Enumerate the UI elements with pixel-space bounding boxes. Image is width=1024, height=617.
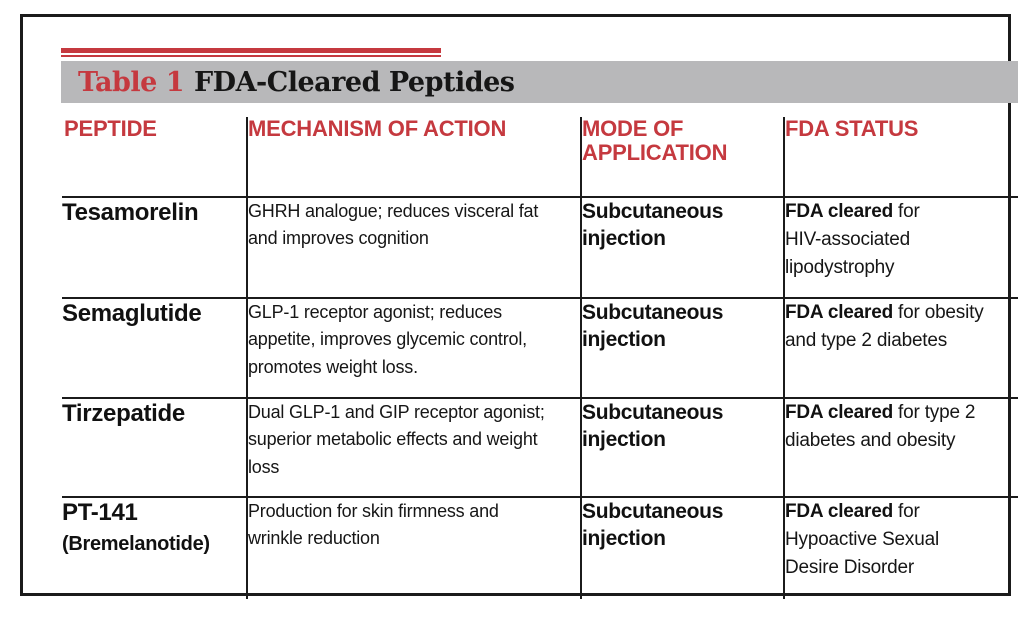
table-row: PT-141 (Bremelanotide) Production for ski…	[62, 496, 1018, 599]
mechanism-cell: GLP-1 receptor agonist; reduces appetite…	[246, 297, 582, 399]
mode-cell: Subcutaneous injection	[580, 297, 785, 399]
mode-cell: Subcutaneous injection	[580, 196, 785, 299]
title-accent-rule	[61, 48, 441, 57]
peptides-table: PEPTIDE MECHANISM OF ACTION MODE OF APPL…	[62, 116, 1018, 599]
mechanism-cell: Production for skin firmness and wrinkle…	[246, 496, 582, 599]
fda-cleared-label: FDA cleared	[785, 402, 893, 423]
fda-status-cell: FDA cleared for HIV-associated lipodystr…	[783, 196, 1018, 299]
fda-status-detail: for type 2 diabetes and obesity	[785, 402, 976, 452]
fda-status-cell: FDA cleared for obesity and type 2 diabe…	[783, 297, 1018, 399]
table-row: Tesamorelin GHRH analogue; reduces visce…	[62, 196, 1018, 299]
peptide-cell: PT-141 (Bremelanotide)	[62, 496, 248, 599]
fda-status-detail: for Hypoactive Sexual Desire Disorder	[785, 501, 939, 579]
peptide-cell: Tirzepatide	[62, 397, 248, 498]
column-header-mechanism: MECHANISM OF ACTION	[246, 116, 582, 198]
title-accent-rule-thick	[61, 48, 441, 53]
column-header-fda-status: FDA STATUS	[783, 116, 1018, 198]
fda-cleared-label: FDA cleared	[785, 201, 893, 222]
fda-cleared-label: FDA cleared	[785, 501, 893, 522]
fda-status-cell: FDA cleared for type 2 diabetes and obes…	[783, 397, 1018, 498]
title-accent-rule-thin	[61, 55, 441, 57]
column-header-mode: MODE OF APPLICATION	[580, 116, 785, 198]
fda-status-detail: for obesity and type 2 diabetes	[785, 302, 984, 352]
mode-cell: Subcutaneous injection	[580, 397, 785, 498]
mechanism-cell: Dual GLP-1 and GIP receptor agonist; sup…	[246, 397, 582, 498]
header-row: PEPTIDE MECHANISM OF ACTION MODE OF APPL…	[62, 116, 1018, 198]
peptide-alt-name: (Bremelanotide)	[62, 533, 210, 555]
fda-status-detail: for HIV-associated lipodystrophy	[785, 201, 920, 279]
table-frame: Table 1 FDA-Cleared Peptides PEPTIDE MEC…	[20, 14, 1018, 599]
table-title-bar: Table 1 FDA-Cleared Peptides	[61, 61, 1018, 103]
peptide-name: PT-141	[62, 499, 138, 526]
mechanism-cell: GHRH analogue; reduces visceral fat and …	[246, 196, 582, 299]
peptide-cell: Tesamorelin	[62, 196, 248, 299]
table-title: FDA-Cleared Peptides	[194, 66, 515, 98]
column-header-peptide: PEPTIDE	[62, 116, 248, 198]
fda-status-cell: FDA cleared for Hypoactive Sexual Desire…	[783, 496, 1018, 599]
table-row: Semaglutide GLP-1 receptor agonist; redu…	[62, 297, 1018, 399]
mode-cell: Subcutaneous injection	[580, 496, 785, 599]
table-row: Tirzepatide Dual GLP-1 and GIP receptor …	[62, 397, 1018, 498]
peptide-cell: Semaglutide	[62, 297, 248, 399]
fda-cleared-label: FDA cleared	[785, 302, 893, 323]
table-number-label: Table 1	[78, 66, 185, 98]
